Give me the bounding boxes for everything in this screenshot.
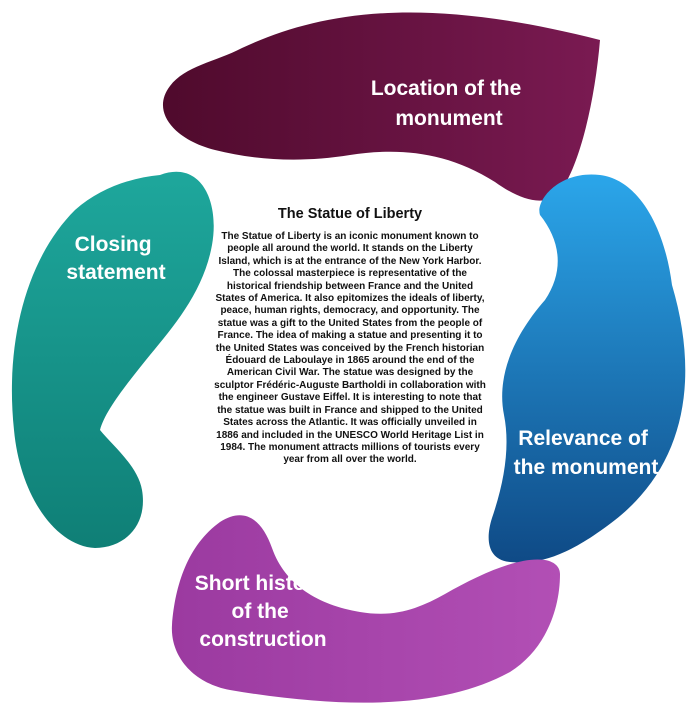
segment-history-label: Short history of the construction	[195, 572, 332, 651]
segment-relevance-line: the monument	[514, 456, 659, 479]
segment-location-shape	[162, 12, 601, 201]
center-body: The Statue of Liberty is an iconic monum…	[214, 231, 486, 466]
center-text-block: The Statue of Liberty The Statue of Libe…	[212, 206, 488, 467]
segment-location-line: Location of the	[371, 77, 522, 100]
segment-history-line: of the	[232, 600, 289, 623]
segment-location-line: monument	[395, 107, 502, 130]
segment-closing-line: Closing	[75, 233, 152, 256]
segment-location-label: Location of the monument	[371, 77, 527, 130]
segment-history-line: construction	[199, 628, 326, 651]
segment-history-shape	[171, 515, 560, 703]
center-title: The Statue of Liberty	[277, 206, 423, 222]
segment-closing-shape	[11, 171, 214, 548]
segment-closing-label: Closing statement	[66, 233, 165, 284]
segment-relevance-shape	[488, 174, 686, 563]
segment-history-line: Short history	[195, 572, 326, 595]
segment-relevance-line: Relevance of	[518, 427, 649, 450]
segment-relevance-label: Relevance of the monument	[514, 427, 659, 479]
segment-closing-line: statement	[66, 261, 165, 284]
